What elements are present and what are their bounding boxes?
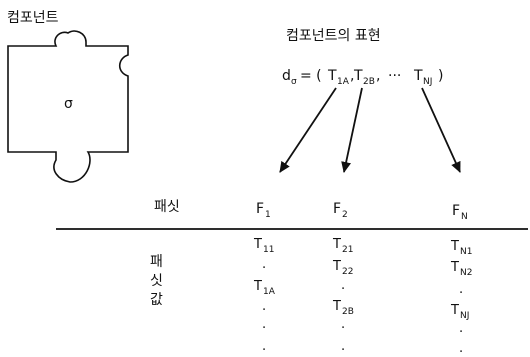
value-subscript: 22 [342, 267, 353, 277]
formula-d: d [282, 68, 291, 84]
formula-tn: T [413, 68, 423, 84]
formula-comma2: , [376, 68, 380, 84]
facet-f1: F [256, 201, 264, 217]
value-subscript: NJ [460, 311, 469, 321]
value-T1A: T [253, 279, 262, 294]
facet-fn: F [452, 203, 460, 219]
facet-f2: F [333, 201, 341, 217]
sigma-symbol: σ [64, 96, 73, 112]
facet-value-char-3: 값 [150, 292, 163, 308]
facet-value-label: 패 싯 값 [150, 254, 163, 308]
facet-label: 패싯 [154, 199, 180, 215]
facet-value-char-1: 패 [150, 254, 163, 270]
value-ellipsis-dot: . [459, 321, 463, 336]
formula-open: = ( [300, 68, 322, 84]
value-ellipsis-dot: . [262, 339, 266, 354]
arrow-to-f2 [341, 87, 363, 173]
value-ellipsis-dot: . [459, 341, 463, 356]
value-ellipsis-dot: . [341, 339, 345, 354]
formula-t1-sub: 1A [337, 77, 350, 87]
formula-comma1: , [350, 68, 354, 84]
value-subscript: 11 [263, 245, 274, 255]
facet-f2-sub: 2 [342, 210, 348, 220]
facet-fn-sub: N [461, 212, 468, 222]
value-subscript: 1A [263, 287, 276, 297]
formula-tn-sub: NJ [423, 77, 432, 87]
formula-close: ) [438, 68, 443, 84]
formula-d-sub: σ [291, 77, 297, 87]
facet-value-char-2: 싯 [150, 273, 163, 289]
value-ellipsis-dot: . [341, 278, 345, 293]
value-ellipsis-dot: . [262, 317, 266, 332]
value-subscript: 21 [342, 245, 353, 255]
value-ellipsis-dot: . [262, 299, 266, 314]
value-T21: T [332, 237, 341, 252]
facet-f1-sub: 1 [265, 210, 271, 220]
value-TN1: T [450, 239, 459, 254]
formula-t1: T [327, 68, 337, 84]
value-T11: T [253, 237, 262, 252]
formula-dots: ··· [388, 68, 401, 84]
value-ellipsis-dot: . [459, 282, 463, 297]
puzzle-piece-shape [7, 30, 129, 183]
value-T22: T [332, 259, 341, 274]
value-subscript: N2 [460, 268, 472, 278]
value-TNJ: T [450, 303, 459, 318]
value-subscript: 2B [342, 307, 354, 317]
representation-title: 컴포넌트의 표현 [286, 28, 381, 44]
formula: d σ = ( T 1A , T 2B , ··· T NJ ) [282, 68, 443, 87]
formula-t2-sub: 2B [363, 77, 375, 87]
arrow-to-fn [421, 87, 461, 173]
value-ellipsis-dot: . [262, 257, 266, 272]
value-TN2: T [450, 260, 459, 275]
arrow-to-f1 [279, 87, 337, 173]
value-T2B: T [332, 299, 341, 314]
value-subscript: N1 [460, 247, 472, 257]
value-ellipsis-dot: . [341, 317, 345, 332]
component-title: 컴포넌트 [7, 10, 59, 26]
formula-t2: T [353, 68, 363, 84]
